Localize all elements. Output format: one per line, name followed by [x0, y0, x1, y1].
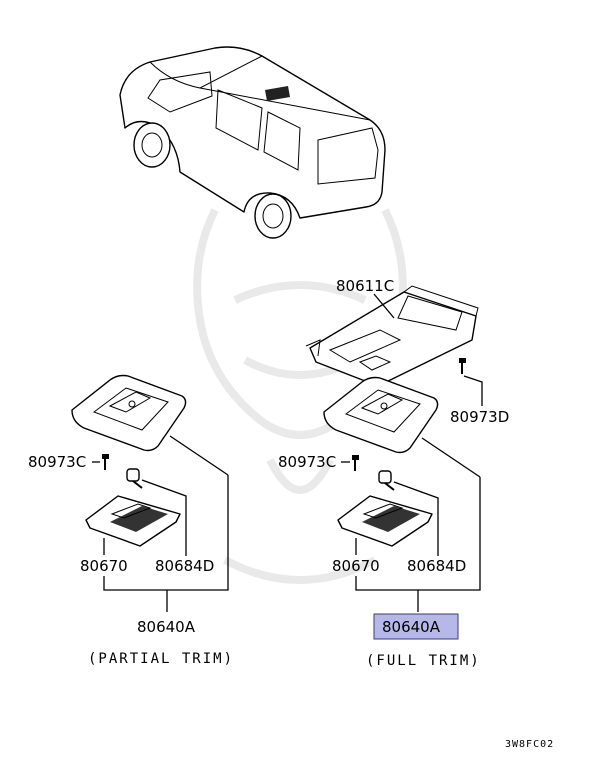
lamp-housing-right	[323, 376, 439, 454]
lamp-housing-left	[71, 374, 187, 452]
label-80670-right: 80670	[332, 557, 380, 575]
vehicle-illustration	[119, 46, 386, 239]
label-80973D: 80973D	[450, 408, 509, 426]
label-80973C-right: 80973C	[278, 453, 336, 471]
bulb-right-icon	[378, 470, 395, 491]
screw-right-icon	[459, 358, 466, 374]
label-80640A-right[interactable]: 80640A	[382, 618, 441, 636]
highlighted-part-box	[373, 613, 459, 640]
lens-right	[337, 495, 433, 547]
label-80684D-right: 80684D	[407, 557, 466, 575]
bulb-left-icon	[126, 468, 143, 489]
label-80670-left: 80670	[80, 557, 128, 575]
label-80611C: 80611C	[336, 277, 394, 295]
label-80640A-left: 80640A	[137, 618, 196, 636]
diagram-code: 3W8FC02	[505, 739, 554, 750]
label-80684D-left: 80684D	[155, 557, 214, 575]
caption-full-trim: (FULL TRIM)	[366, 653, 481, 669]
caption-partial-trim: (PARTIAL TRIM)	[88, 651, 234, 667]
label-80973C-left: 80973C	[28, 453, 86, 471]
lens-left	[85, 495, 181, 547]
screw-middle-icon	[352, 455, 359, 471]
screw-left-icon	[102, 454, 109, 470]
reinforcement-plate	[305, 285, 479, 387]
leader-lines	[92, 293, 483, 612]
